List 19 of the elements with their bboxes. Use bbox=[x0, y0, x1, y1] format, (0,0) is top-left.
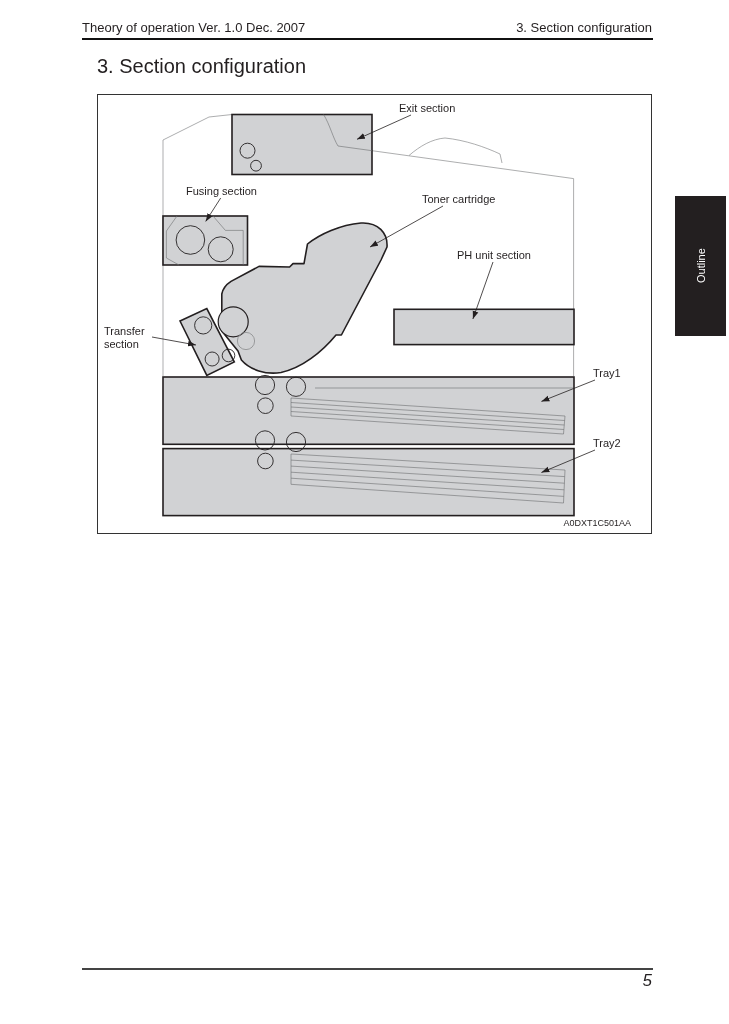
callout-label: Tray1 bbox=[593, 367, 621, 380]
page-number: 5 bbox=[642, 971, 652, 991]
paper-tray bbox=[162, 430, 575, 517]
callout-label: Tray2 bbox=[593, 437, 621, 450]
callout-label: Exit section bbox=[399, 102, 456, 115]
running-header: 3. Section configuration bbox=[516, 20, 652, 36]
callout-label: PH unit section bbox=[457, 249, 531, 262]
transfer-unit bbox=[178, 307, 236, 377]
page-title: 3. Section configuration bbox=[97, 54, 307, 78]
fusing-unit bbox=[162, 215, 249, 266]
toner-cartridge bbox=[217, 222, 388, 374]
section-tab: Outline bbox=[675, 196, 726, 336]
exit-unit bbox=[231, 113, 373, 176]
callout-label: Fusing section bbox=[186, 185, 257, 198]
running-header: Theory of operation Ver. 1.0 Dec. 2007 bbox=[82, 20, 306, 36]
laser-unit bbox=[393, 308, 575, 346]
callout-label: Toner cartridge bbox=[422, 193, 496, 206]
figure-code: A0DXT1C501AA bbox=[563, 518, 631, 529]
callout-label: Transfer section bbox=[104, 325, 152, 351]
